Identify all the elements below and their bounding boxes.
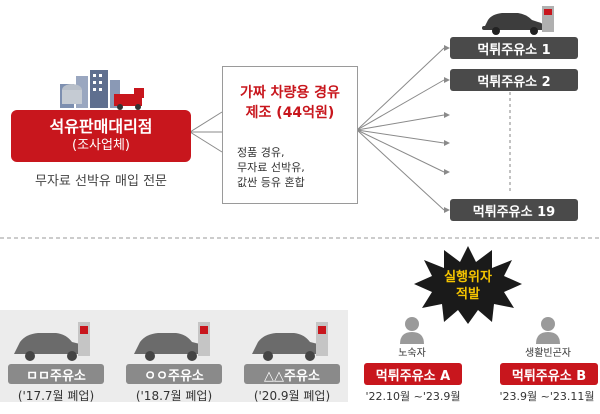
car-icon-1 xyxy=(14,322,90,361)
closed-station-note-2: ('18.7월 폐업) xyxy=(135,388,213,403)
closed-station-label-3: △△주유소 xyxy=(264,368,320,384)
burst-line-2: 적발 xyxy=(456,287,480,302)
caught-station-box-b: 먹튀주유소 B xyxy=(500,363,598,385)
closed-station-label-1: ㅁㅁ주유소 xyxy=(26,368,86,384)
person-label-a: 노숙자 xyxy=(398,347,426,359)
person-icon-b xyxy=(536,317,560,344)
fan-line-3 xyxy=(356,114,445,131)
dealer-caption: 무자료 선박유 매입 전문 xyxy=(35,173,167,189)
fan-line-6 xyxy=(356,129,445,211)
station-box-2: 먹튀주유소 2 xyxy=(450,69,578,91)
closed-station-box-3: △△주유소 xyxy=(244,364,340,384)
closed-station-cars xyxy=(14,322,328,361)
fake-fuel-detail-3: 값싼 등유 혼합 xyxy=(237,176,305,189)
caught-station-label-a: 먹튀주유소 A xyxy=(375,368,451,384)
caught-station-period-b: '23.9월 ~'23.11월 xyxy=(499,390,595,403)
fan-line-4 xyxy=(356,129,445,144)
station-box-19: 먹튀주유소 19 xyxy=(450,199,578,221)
fake-fuel-detail-2: 무자료 선박유, xyxy=(237,161,305,174)
factory-icon xyxy=(60,70,144,110)
station-label-2: 먹튀주유소 2 xyxy=(477,74,551,90)
closed-station-label-2: ㅇㅇ주유소 xyxy=(144,368,204,384)
caught-station-label-b: 먹튀주유소 B xyxy=(511,368,587,384)
fan-line-1 xyxy=(356,47,445,131)
station-label-19: 먹튀주유소 19 xyxy=(472,204,556,220)
closed-station-box-2: ㅇㅇ주유소 xyxy=(126,364,222,384)
dealer-title: 석유판매대리점 xyxy=(49,117,153,136)
burst-line-1: 실행위자 xyxy=(444,270,492,285)
station-label-1: 먹튀주유소 1 xyxy=(477,42,551,58)
fan-line-5 xyxy=(356,129,445,173)
fake-fuel-headline-2: 제조 (44억원) xyxy=(245,105,335,121)
fake-fuel-detail-1: 정품 경유, xyxy=(237,146,285,159)
burst-text: 실행위자 적발 xyxy=(424,266,512,306)
car-icon-3 xyxy=(252,322,328,361)
dealer-subtitle: (조사업체) xyxy=(72,138,130,153)
caught-station-period-a: '22.10월 ~'23.9월 xyxy=(365,390,461,403)
fan-line-2 xyxy=(356,79,445,131)
fake-fuel-headline-1: 가짜 차량용 경유 xyxy=(240,85,340,101)
closed-station-box-1: ㅁㅁ주유소 xyxy=(8,364,104,384)
car-icon-2 xyxy=(134,322,210,361)
station-box-1: 먹튀주유소 1 xyxy=(450,37,578,59)
dealer-box: 석유판매대리점 (조사업체) xyxy=(11,110,191,162)
burst-shape xyxy=(414,246,522,324)
caught-station-box-a: 먹튀주유소 A xyxy=(364,363,462,385)
closed-stations-panel xyxy=(0,310,348,402)
car-at-pump-icon xyxy=(482,6,554,35)
fake-fuel-box: 가짜 차량용 경유 제조 (44억원) 정품 경유, 무자료 선박유, 값싼 등… xyxy=(222,66,358,204)
person-label-b: 생활빈곤자 xyxy=(525,347,571,359)
person-icon-a xyxy=(400,317,424,344)
closed-station-note-3: ('20.9월 폐업) xyxy=(253,388,331,403)
closed-station-note-1: ('17.7월 폐업) xyxy=(17,388,95,403)
